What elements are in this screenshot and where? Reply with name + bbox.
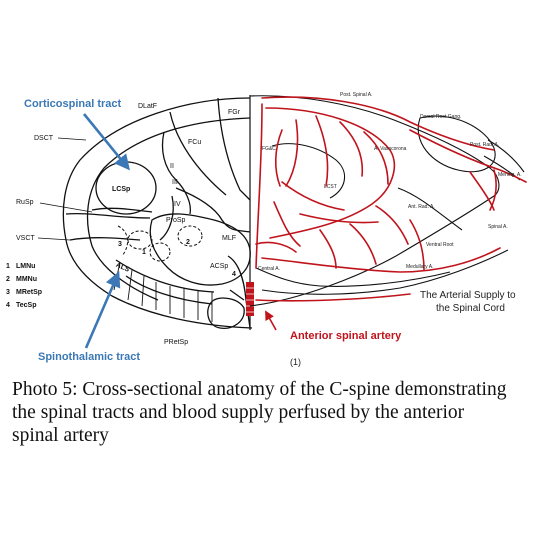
label-mening: Mening. A. — [498, 172, 522, 178]
label-dsct: DSCT — [34, 135, 54, 142]
dorsal-root-ganglion — [417, 115, 496, 173]
caption-line-3: spinal artery — [12, 425, 109, 446]
medullary-artery — [261, 247, 501, 273]
label-lcsp: LCSp — [112, 186, 130, 193]
label-lcst: LCST — [324, 184, 337, 190]
arterial-supply-subtitle: the Spinal Cord — [436, 303, 505, 314]
label-rusp: RuSp — [16, 199, 34, 206]
legend-name: TecSp — [16, 302, 37, 309]
cord-inner-rim — [86, 117, 251, 301]
cord-outline-right — [249, 95, 500, 307]
dsct-leader — [57, 137, 87, 141]
label-ii: II — [170, 163, 174, 170]
acsp-tract — [207, 297, 245, 329]
dorsal-horn — [175, 187, 251, 233]
label-medullary: Medullary A. — [406, 264, 434, 270]
ventral-horn — [149, 213, 251, 286]
legend-name: LMNu — [16, 263, 35, 270]
legend-num: 2 — [6, 276, 10, 283]
rusp-leader — [39, 202, 93, 213]
label-post-rad: Post. Rad. A. — [470, 142, 499, 148]
label-pretsp: PRetSp — [164, 339, 188, 346]
spinothalamic-arrow — [84, 271, 121, 349]
fasciculus-gracilis — [217, 97, 251, 201]
anterior-spinal-arrow — [265, 310, 277, 331]
vasocorona-ring — [265, 107, 396, 239]
legend-name: MRetSp — [16, 289, 42, 296]
label-dlatf: DLatF — [138, 103, 157, 110]
label-2: 2 — [186, 239, 190, 246]
label-ventral-root: Ventral Root — [426, 242, 454, 248]
corticospinal-label: Corticospinal tract — [24, 98, 122, 110]
label-als: ALS — [115, 262, 131, 274]
post-rad-artery — [409, 129, 527, 183]
spinothalamic-label: Spinothalamic tract — [38, 351, 140, 363]
right-cord-section — [249, 95, 525, 307]
label-post-spinal: Post. Spinal A. — [340, 92, 373, 98]
abbreviation-legend: 1 LMNu 2 MMNu 3 MRetSp 4 TecSp — [6, 263, 42, 309]
cord-outline-left — [62, 97, 253, 329]
label-fcu: FCu — [188, 139, 201, 146]
label-dorsal-root-gang: Dorsal Root Gang. — [420, 114, 461, 120]
label-1: 1 — [142, 249, 146, 256]
legend-num: 1 — [6, 263, 10, 270]
label-acsp: ACSp — [210, 263, 228, 270]
label-4: 4 — [232, 271, 236, 278]
corticospinal-arrow — [82, 113, 130, 171]
caption-line-2: the spinal tracts and blood supply perfu… — [12, 402, 465, 423]
fasciculus-cuneatus — [169, 111, 227, 196]
anterior-spinal-artery-label: Anterior spinal artery — [290, 330, 402, 342]
figure-number: (1) — [290, 357, 301, 367]
label-iii: III — [172, 179, 178, 186]
label-vsct: VSCT — [16, 235, 35, 242]
label-vasocorona: A. Vasocorona — [374, 146, 407, 152]
vsct-leader — [37, 237, 71, 241]
label-ant-rad: Ant. Rad. A. — [408, 204, 435, 210]
label-prosp: ProSp — [166, 217, 186, 224]
anterior-spinal-artery-marker — [246, 282, 254, 316]
label-fgr: FGr — [228, 109, 241, 116]
label-3: 3 — [118, 241, 122, 248]
figure-caption: Photo 5: Cross-sectional anatomy of the … — [12, 378, 542, 447]
central-artery — [255, 241, 297, 253]
label-central-a: Central A. — [258, 266, 280, 272]
legend-num: 4 — [6, 302, 10, 309]
legend-num: 3 — [6, 289, 10, 296]
label-fgfc: FG&C — [262, 146, 276, 152]
arterial-supply-title: The Arterial Supply to — [420, 290, 516, 301]
left-cord-section — [62, 97, 253, 329]
label-mlf: MLF — [222, 235, 236, 242]
spinal-artery-branch — [489, 169, 497, 211]
post-spinal-artery — [261, 96, 495, 151]
legend-name: MMNu — [16, 276, 37, 283]
label-iv: IV — [174, 201, 181, 208]
label-spinal-a: Spinal A. — [488, 224, 508, 230]
arterial-network — [255, 96, 527, 302]
caption-line-1: Photo 5: Cross-sectional anatomy of the … — [12, 379, 507, 400]
